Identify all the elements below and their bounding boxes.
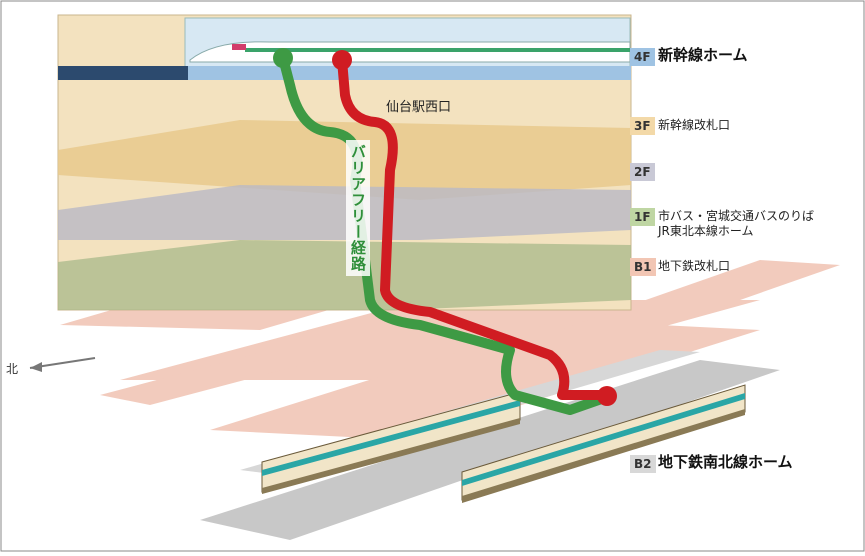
north-arrow [29, 357, 96, 372]
station-name-label: 仙台駅西口 [386, 100, 452, 115]
floor-label-b2: 地下鉄南北線ホーム [658, 453, 793, 471]
subway-train-left [261, 391, 521, 494]
floor-badge-2f: 2F [630, 163, 655, 181]
route-red [337, 55, 605, 400]
floor-badge-1f: 1F [630, 208, 655, 226]
shinkansen-train [189, 41, 631, 63]
floor-label-1f: 市バス・宮城交通バスのりば JR東北本線ホーム [658, 209, 815, 238]
floor-label-b1: 地下鉄改札口 [658, 259, 731, 273]
floor-badge-b2: B2 [630, 455, 656, 473]
floor-badge-4f: 4F [630, 48, 655, 66]
north-label: 北 [6, 362, 19, 376]
floor-label-3f: 新幹線改札口 [658, 118, 731, 132]
subway-train-right [461, 384, 746, 503]
floor-label-4f: 新幹線ホーム [658, 46, 748, 64]
floor-badge-b1: B1 [630, 258, 656, 276]
barrier-free-route-label: バリアフリー経路 [346, 140, 370, 276]
floor-badge-3f: 3F [630, 117, 655, 135]
